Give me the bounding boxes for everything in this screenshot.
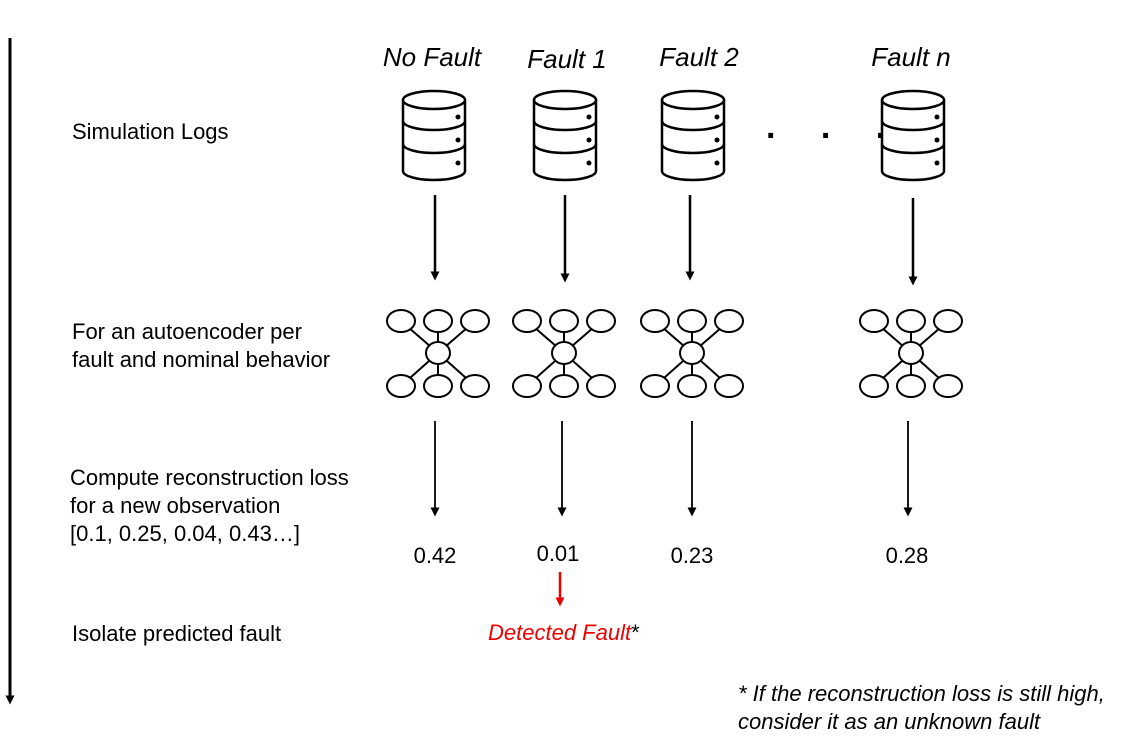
step-label-compute-line-2: for a new observation [70,493,281,518]
step-label-simulation-logs: Simulation Logs [72,119,229,144]
detected-fault-text: Detected Fault [488,620,632,645]
loss-value-fault-1: 0.01 [536,541,580,566]
database-icon-fault-2 [660,89,726,182]
step-label-autoencoder-line-1: For an autoencoder per [72,319,302,344]
column-header-fault-2: Fault 2 [659,42,739,72]
footnote: * If the reconstruction loss is still hi… [738,680,1105,736]
step-label-autoencoder: For an autoencoder per fault and nominal… [72,318,330,374]
detected-fault-label: Detected Fault* [488,620,640,646]
ellipsis-more-faults: . . . [766,108,904,146]
column-header-no-fault: No Fault [382,42,482,72]
autoencoder-icon-fault-1 [512,309,616,398]
loss-value-fault-n: 0.28 [885,543,929,568]
loss-value-fault-2: 0.23 [670,543,714,568]
autoencoder-icon-no-fault [386,309,490,398]
step-label-autoencoder-line-2: fault and nominal behavior [72,347,331,372]
footnote-line-1: * If the reconstruction loss is still hi… [738,681,1105,706]
column-header-fault-n: Fault n [871,42,951,72]
autoencoder-icon-fault-n [859,309,963,398]
step-label-compute-line-1: Compute reconstruction loss [70,465,349,490]
footnote-line-2: consider it as an unknown fault [738,709,1041,734]
step-label-observation-vector: [0.1, 0.25, 0.04, 0.43…] [70,521,300,546]
autoencoder-icon-fault-2 [640,309,744,398]
loss-value-no-fault: 0.42 [413,543,457,568]
database-icon-no-fault [401,89,467,182]
database-icon-fault-1 [532,89,598,182]
step-label-isolate-fault: Isolate predicted fault [72,621,282,646]
column-header-fault-1: Fault 1 [527,44,607,74]
step-label-compute-loss: Compute reconstruction loss for a new ob… [70,464,349,548]
detected-fault-marker: * [631,620,640,645]
